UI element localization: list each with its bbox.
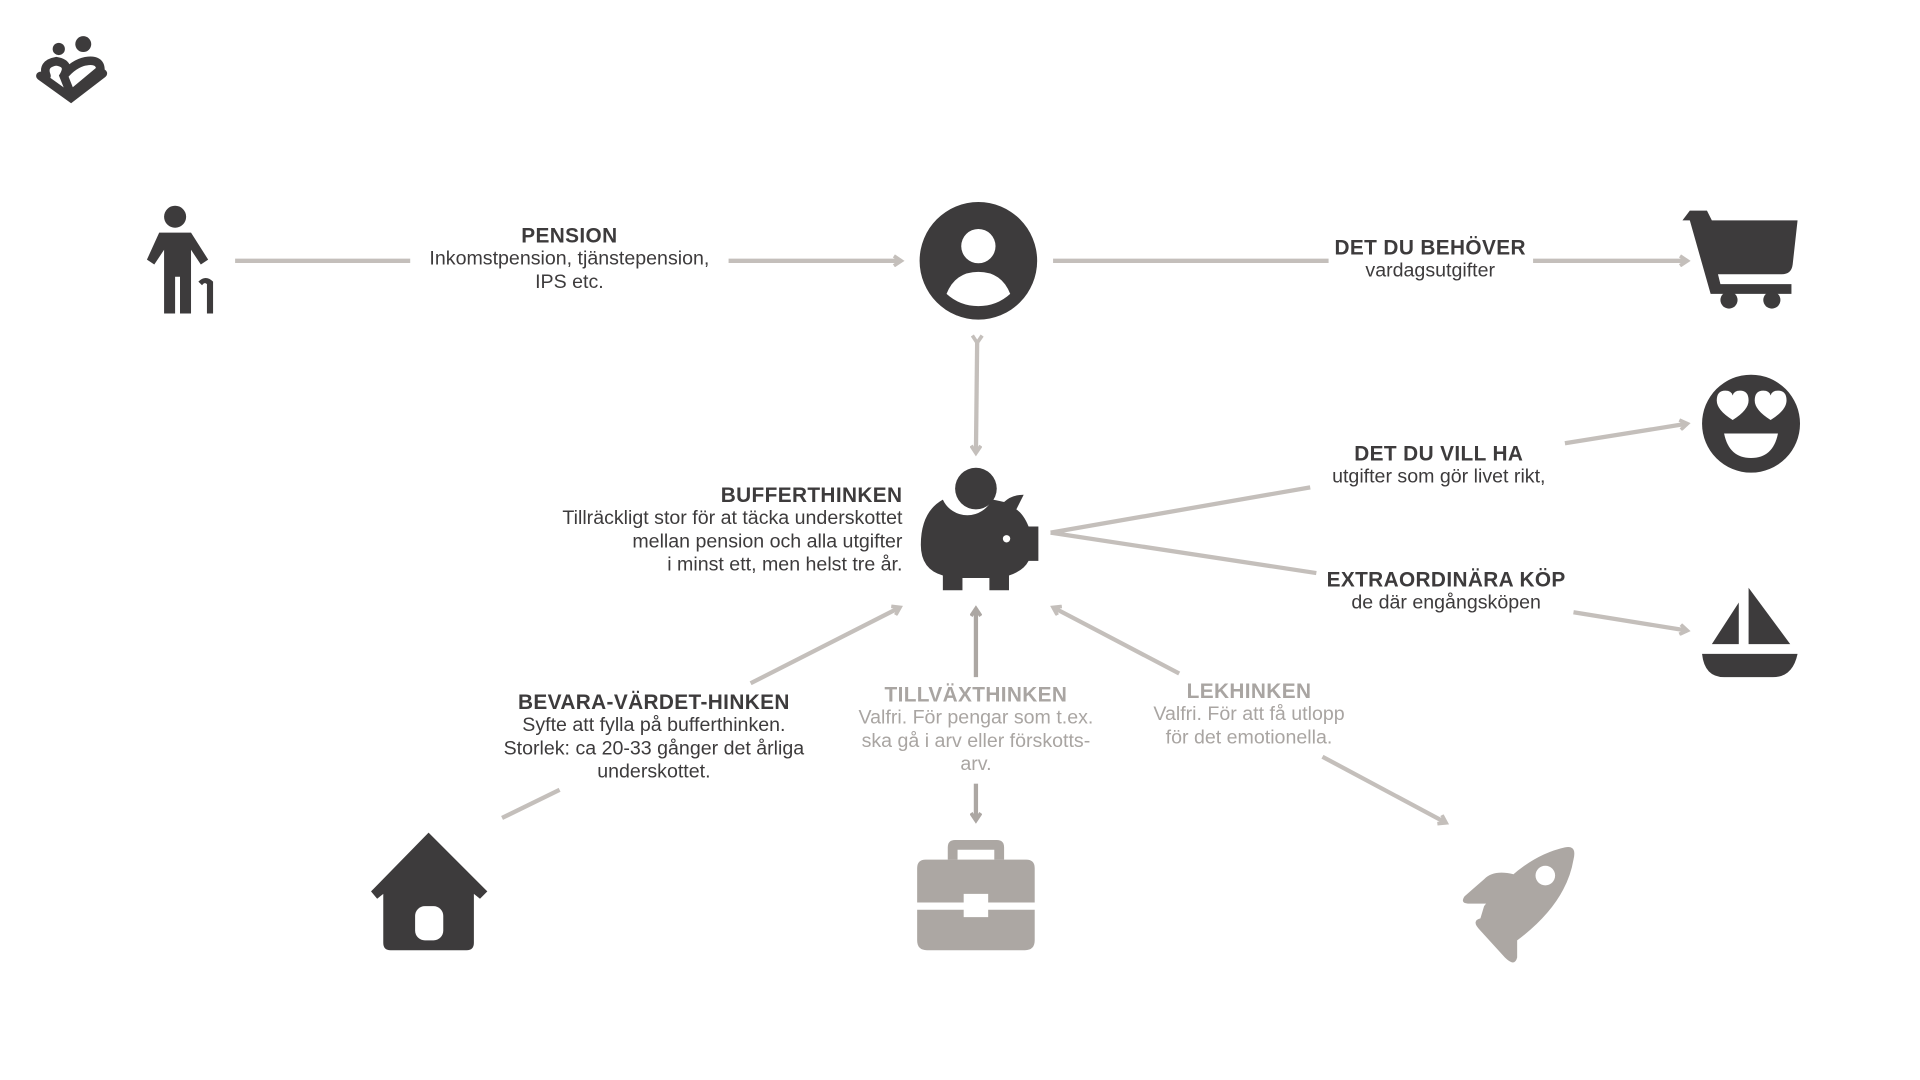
shopping-cart-icon <box>1682 210 1798 309</box>
growth-title: TILLVÄXTHINKEN <box>884 683 1068 707</box>
preserve-line: Syfte att fylla på bufferthinken. <box>522 715 786 736</box>
play-bucket-label: LEKHINKEN Valfri. För att få utlopp för … <box>1153 680 1344 750</box>
wants-label: DET DU VILL HA utgifter som gör livet ri… <box>1332 442 1545 489</box>
play-line: för det emotionella. <box>1165 727 1333 749</box>
buffer-title: BUFFERTHINKEN <box>720 483 903 507</box>
connector-line <box>1050 485 1311 535</box>
pension-label: PENSION Inkomstpension, tjänstepension, … <box>429 224 709 294</box>
preserve-line: Storlek: ca 20-33 gånger det årliga <box>503 738 805 760</box>
arrow-lek-to-buffer <box>1053 607 1181 676</box>
growth-line: arv. <box>960 754 992 776</box>
preserve-line: underskottet. <box>597 761 711 783</box>
growth-line: Valfri. För pengar som t.ex. <box>858 707 1094 729</box>
needs-label: DET DU BEHÖVER vardagsutgifter <box>1335 236 1526 283</box>
connector-line <box>1050 530 1317 576</box>
growth-line: ska gå i arv eller förskotts- <box>861 731 1091 752</box>
needs-title: DET DU BEHÖVER <box>1334 236 1526 260</box>
pension-line: Inkomstpension, tjänstepension, <box>429 248 710 270</box>
heart-eyes-emoji-icon <box>1702 374 1801 473</box>
heart-people-logo <box>36 36 108 104</box>
sailboat-icon <box>1702 587 1798 678</box>
arrow-lek-to-rocket <box>1321 754 1446 823</box>
pension-line: IPS etc. <box>535 271 604 293</box>
arrow-to-boat <box>1573 610 1687 630</box>
elderly-person-icon <box>146 205 214 314</box>
arrow-to-smiley <box>1564 424 1687 446</box>
play-line: Valfri. För att få utlopp <box>1153 704 1345 725</box>
piggy-bank-icon <box>920 467 1039 591</box>
arrow-person-buffer <box>976 343 977 453</box>
extraordinary-label: EXTRAORDINÄRA KÖP de där engångsköpen <box>1327 568 1566 615</box>
needs-line: vardagsutgifter <box>1365 260 1496 282</box>
user-circle-icon <box>919 202 1038 320</box>
play-title: LEKHINKEN <box>1186 679 1312 703</box>
preserve-bucket-label: BEVARA-VÄRDET-HINKEN Syfte att fylla på … <box>504 691 805 784</box>
pension-title: PENSION <box>521 224 618 248</box>
rocket-icon <box>1462 847 1575 963</box>
briefcase-icon <box>917 840 1035 951</box>
house-icon <box>371 832 488 951</box>
preserve-title: BEVARA-VÄRDET-HINKEN <box>517 690 790 714</box>
extraordinary-line: de där engångsköpen <box>1351 592 1541 614</box>
buffer-line: Tillräckligt stor för at täcka underskot… <box>562 508 903 529</box>
wants-title: DET DU VILL HA <box>1354 442 1524 466</box>
wants-line: utgifter som gör livet rikt, <box>1332 466 1546 488</box>
buffer-line: i minst ett, men helst tre år. <box>667 554 903 576</box>
extraordinary-title: EXTRAORDINÄRA KÖP <box>1326 568 1566 592</box>
buffer-line: mellan pension och alla utgifter <box>632 531 903 553</box>
growth-bucket-label: TILLVÄXTHINKEN Valfri. För pengar som t.… <box>859 683 1094 776</box>
buffer-label: BUFFERTHINKEN Tillräckligt stor för at t… <box>562 484 902 577</box>
arrow-bevara-to-buffer <box>749 607 900 686</box>
connector-line <box>501 787 561 820</box>
